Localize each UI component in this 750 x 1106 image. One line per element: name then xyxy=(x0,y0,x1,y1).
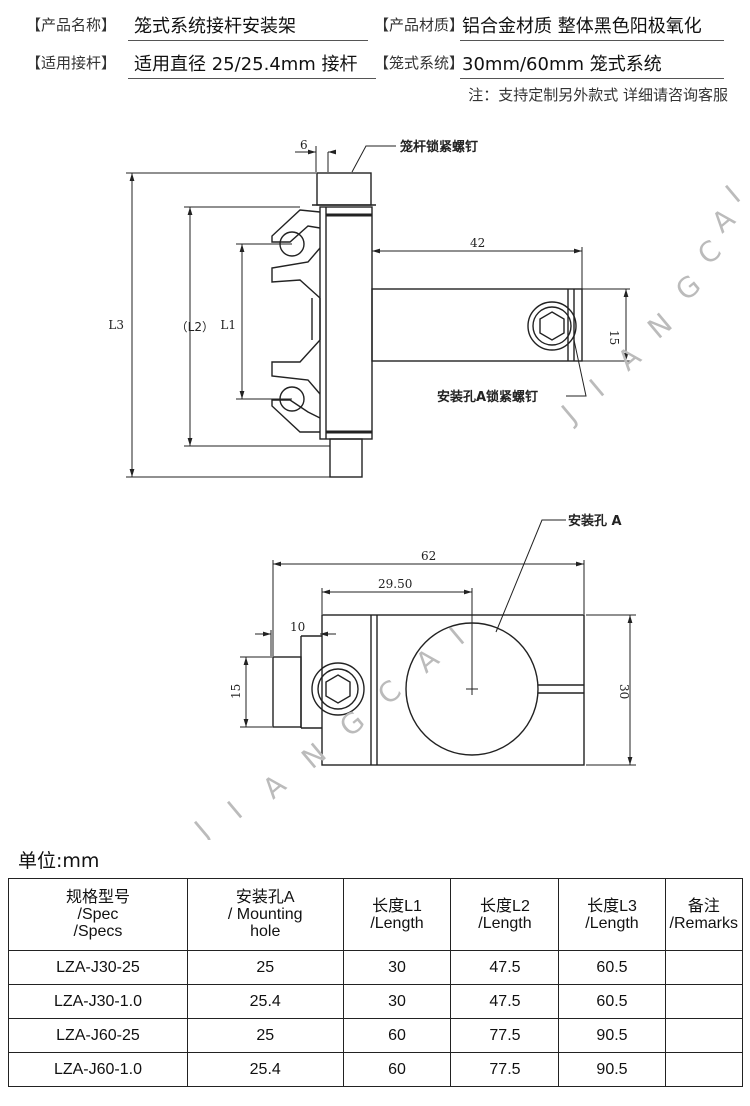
cell-spec: LZA-J30-1.0 xyxy=(8,984,188,1019)
dim-30: 30 xyxy=(617,684,631,699)
cell-l2: 77.5 xyxy=(450,1052,560,1087)
dim-15-bottom: 15 xyxy=(229,684,243,699)
dim-42: 42 xyxy=(470,236,485,250)
table-row: LZA-J60-25 25 60 77.5 90.5 xyxy=(8,1018,744,1053)
table-row: LZA-J30-25 25 30 47.5 60.5 xyxy=(8,950,744,985)
cell-spec: LZA-J60-1.0 xyxy=(8,1052,188,1087)
cell-hole: 25.4 xyxy=(186,984,344,1019)
mount-body xyxy=(319,206,373,440)
header-l1: 长度L1/Length xyxy=(342,878,452,951)
cell-l3: 60.5 xyxy=(558,984,666,1019)
header-l2: 长度L2/Length xyxy=(450,878,560,951)
product-name-value: 笼式系统接杆安装架 xyxy=(128,12,368,41)
rod-field: 【适用接杆】 xyxy=(26,52,116,73)
hole-screw-label: 安装孔A锁紧螺钉 xyxy=(437,389,538,405)
wm-letter: A xyxy=(256,768,292,806)
technical-drawing: 6 笼杆锁紧螺钉 42 15 L3 （L2） L1 安装孔A锁紧螺钉 xyxy=(108,138,747,840)
wm-letter: G xyxy=(669,268,707,307)
cage-rod-screw xyxy=(316,172,372,206)
cell-remarks xyxy=(664,1052,744,1087)
product-name-label: 【产品名称】 xyxy=(26,16,117,34)
cell-l2: 47.5 xyxy=(450,984,560,1019)
watermark: J I A N G C A I J I A N G C A I xyxy=(187,179,747,840)
cell-l3: 90.5 xyxy=(558,1018,666,1053)
cell-remarks xyxy=(664,984,744,1019)
header-spec: 规格型号/Spec/Specs xyxy=(8,878,188,951)
material-value: 铝合金材质 整体黑色阳极氧化 xyxy=(460,12,724,41)
cell-l2: 47.5 xyxy=(450,950,560,985)
arm-end xyxy=(272,656,302,728)
wm-letter: A xyxy=(705,202,741,240)
wm-letter: I xyxy=(719,179,747,210)
cage-value: 30mm/60mm 笼式系统 xyxy=(460,50,724,79)
wm-letter: I xyxy=(583,373,611,404)
wm-letter: G xyxy=(333,704,371,743)
cell-spec: LZA-J30-25 xyxy=(8,950,188,985)
cell-hole: 25.4 xyxy=(186,1052,344,1087)
hex-socket-front xyxy=(325,674,351,704)
cell-hole: 25 xyxy=(186,1018,344,1053)
table-row: LZA-J30-1.0 25.4 30 47.5 60.5 xyxy=(8,984,744,1019)
side-view xyxy=(271,172,583,478)
wm-letter: N xyxy=(641,307,678,346)
wm-letter: N xyxy=(295,737,332,776)
header-l3: 长度L3/Length xyxy=(558,878,666,951)
table-row: LZA-J60-1.0 25.4 60 77.5 90.5 xyxy=(8,1052,744,1087)
dim-29-50: 29.50 xyxy=(378,577,412,591)
dim-L2: （L2） xyxy=(176,320,214,334)
cage-label: 【笼式系统】 xyxy=(374,54,465,72)
wm-letter: A xyxy=(409,642,445,680)
rod-value: 适用直径 25/25.4mm 接杆 xyxy=(128,50,376,79)
cell-l3: 60.5 xyxy=(558,950,666,985)
rod-label: 【适用接杆】 xyxy=(26,54,117,72)
hex-screw-front-outer xyxy=(311,662,365,716)
upper-jaw xyxy=(271,209,321,243)
top-dimensions xyxy=(126,145,630,478)
wm-letter: C xyxy=(691,234,727,272)
dim-62: 62 xyxy=(421,549,436,563)
cell-l2: 77.5 xyxy=(450,1018,560,1053)
header-remarks: 备注/Remarks xyxy=(664,878,744,951)
cell-remarks xyxy=(664,1018,744,1053)
dim-6: 6 xyxy=(300,138,308,152)
product-name-field: 【产品名称】 xyxy=(26,14,116,35)
front-dimensions xyxy=(240,519,636,766)
wm-letter: A xyxy=(611,340,647,378)
cell-l1: 60 xyxy=(342,1018,452,1053)
front-view xyxy=(272,614,585,766)
dim-L3: L3 xyxy=(108,318,124,332)
cage-field: 【笼式系统】 xyxy=(374,52,464,73)
dim-L1: L1 xyxy=(220,318,236,332)
wm-letter: J xyxy=(554,399,583,431)
screw-label: 笼杆锁紧螺钉 xyxy=(399,139,478,155)
cell-l1: 30 xyxy=(342,984,452,1019)
hex-socket xyxy=(539,311,565,341)
cell-l3: 90.5 xyxy=(558,1052,666,1087)
hex-screw-outer xyxy=(527,301,577,351)
hole-label: 安装孔 A xyxy=(568,513,622,529)
bottom-rod xyxy=(329,438,363,478)
material-label: 【产品材质】 xyxy=(374,16,465,34)
cell-hole: 25 xyxy=(186,950,344,985)
lower-jaw xyxy=(271,399,321,433)
arm xyxy=(371,288,583,362)
cell-l1: 30 xyxy=(342,950,452,985)
dim-15-top: 15 xyxy=(607,330,621,345)
cell-remarks xyxy=(664,950,744,985)
dim-10: 10 xyxy=(290,620,305,634)
unit-label: 单位:mm xyxy=(18,850,100,872)
cell-l1: 60 xyxy=(342,1052,452,1087)
customization-note: 注：支持定制另外款式 详细请咨询客服 xyxy=(468,86,728,104)
cell-spec: LZA-J60-25 xyxy=(8,1018,188,1053)
material-field: 【产品材质】 xyxy=(374,14,464,35)
mount-front-body xyxy=(321,614,585,766)
wm-letter: I xyxy=(221,795,249,826)
wm-letter: J xyxy=(187,815,216,840)
